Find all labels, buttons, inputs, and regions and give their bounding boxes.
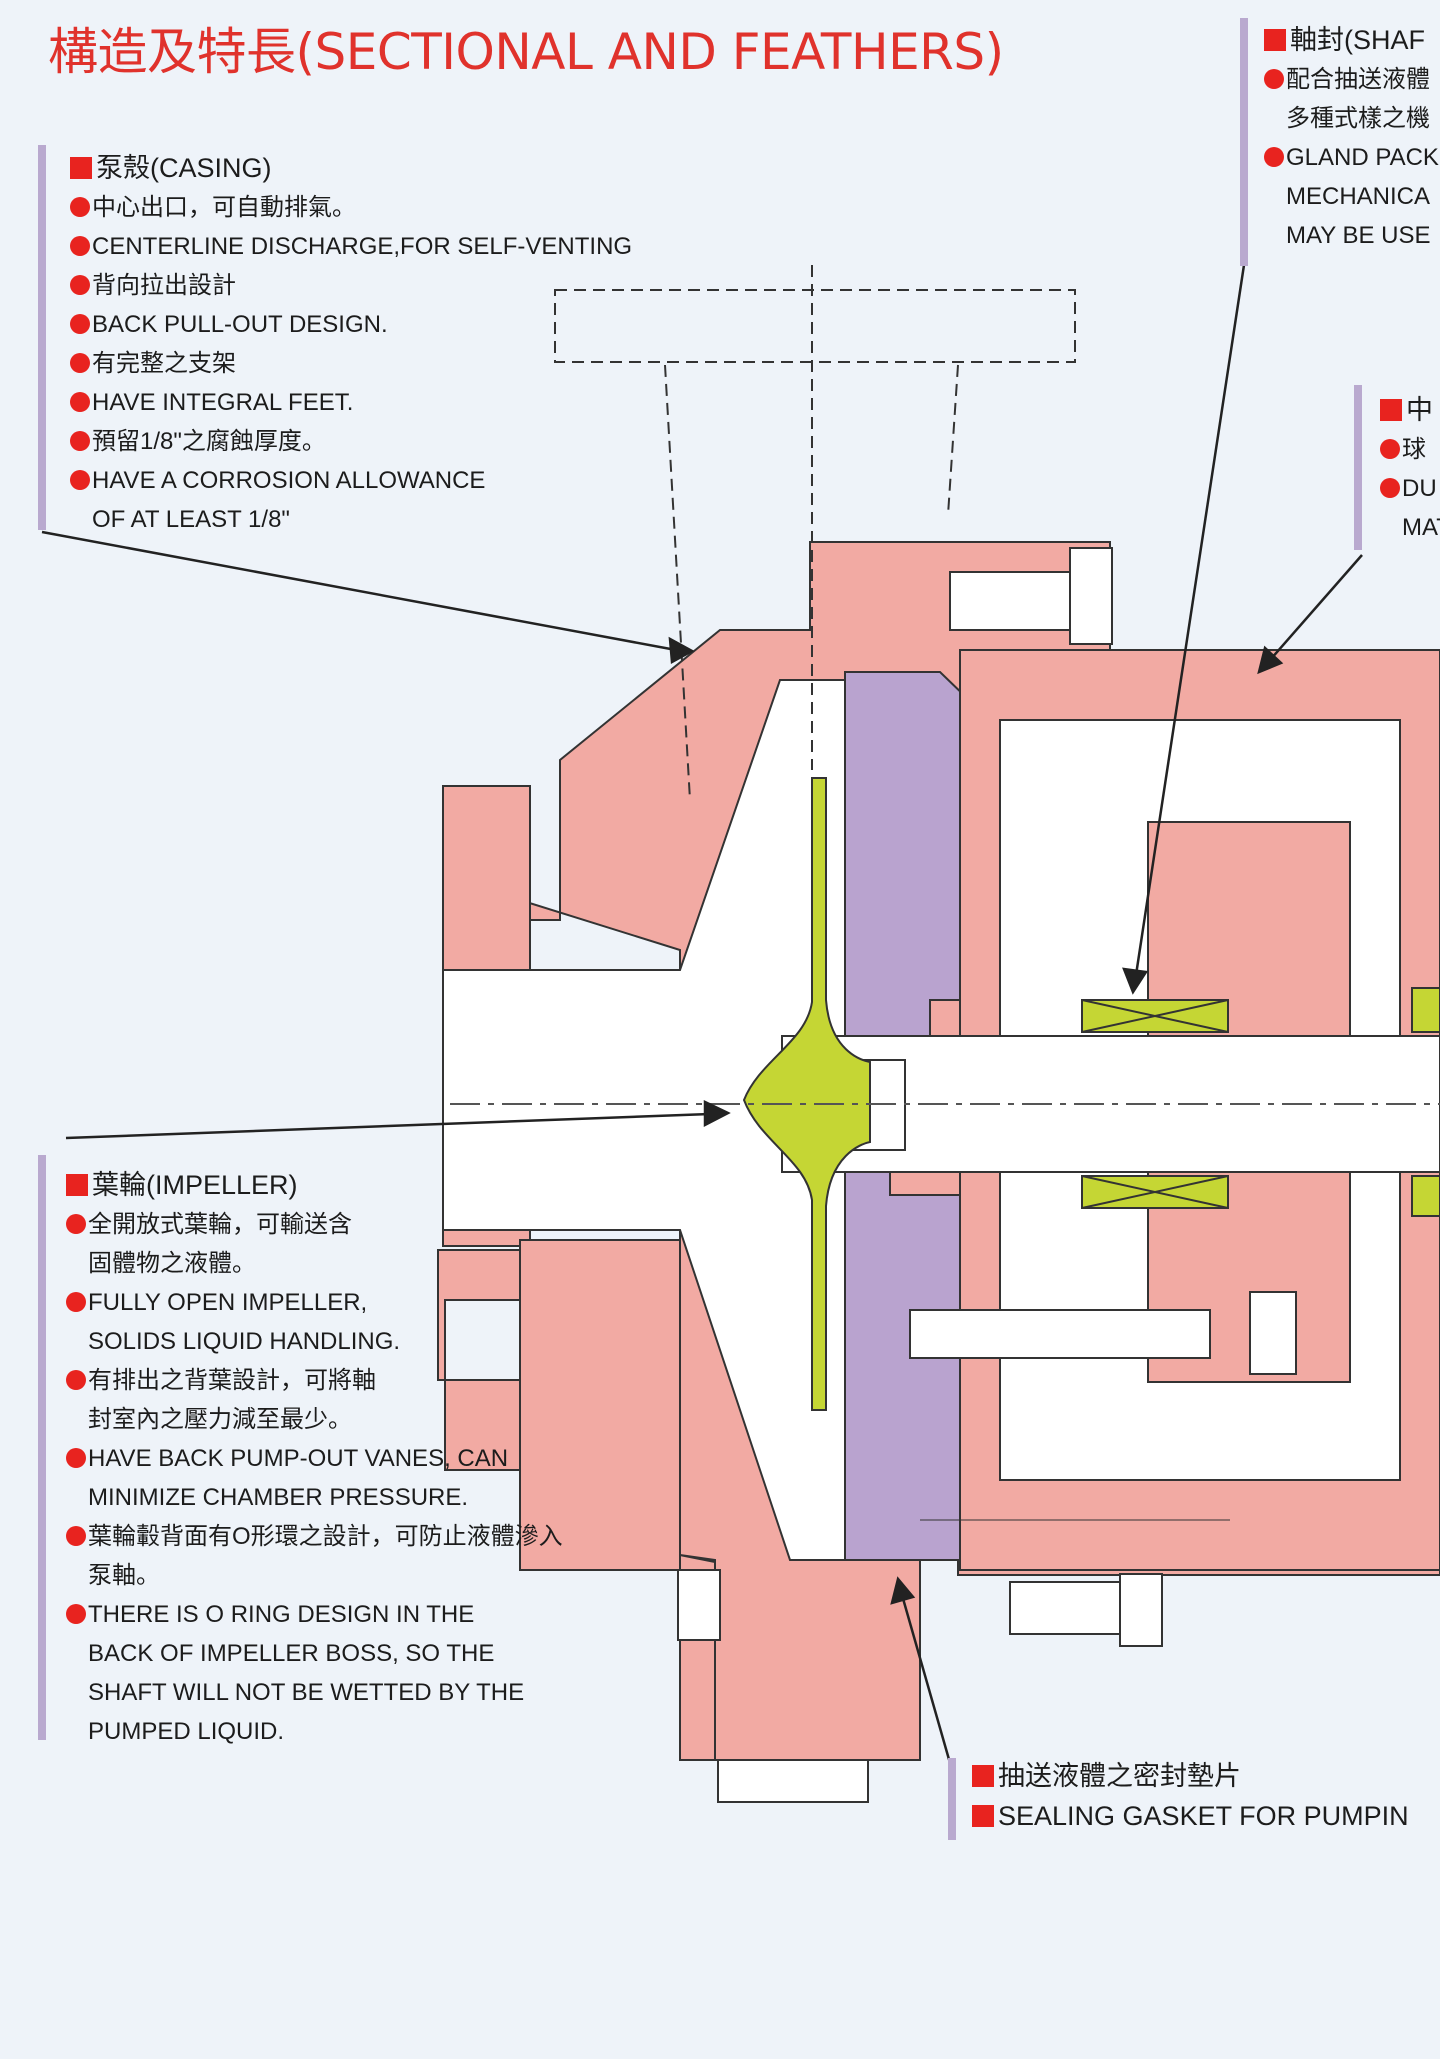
impeller-line: 全開放式葉輪，可輸送含 xyxy=(66,1205,563,1244)
red-bullet-icon xyxy=(66,1448,86,1468)
low-bolt-head xyxy=(1119,1573,1163,1647)
red-bullet-icon xyxy=(66,1292,86,1312)
red-square-icon xyxy=(66,1174,88,1196)
red-bullet-icon xyxy=(66,1214,86,1234)
middle-block: 中 球DU MAT xyxy=(1380,390,1440,547)
discharge-foot xyxy=(519,1239,681,1571)
red-square-icon xyxy=(972,1765,994,1787)
red-bullet-icon xyxy=(66,1604,86,1624)
casing-block: 泵殼(CASING) 中心出口，可自動排氣。 CENTERLINE DISCHA… xyxy=(70,148,632,539)
shaft-seal-block: 軸封(SHAF 配合抽送液體多種式樣之機 GLAND PACK MECHANICA M… xyxy=(1264,20,1439,255)
red-bullet-icon xyxy=(70,314,90,334)
impeller-block: 葉輪(IMPELLER) 全開放式葉輪，可輸送含固體物之液體。 FULLY OPE… xyxy=(66,1165,563,1751)
red-bullet-icon xyxy=(70,353,90,373)
casing-item: 預留1/8"之腐蝕厚度。 xyxy=(70,422,632,461)
impeller-line: HAVE BACK PUMP-OUT VANES, CAN xyxy=(66,1439,563,1478)
bearing-bottom xyxy=(1411,1175,1440,1217)
impeller-line: THERE IS O RING DESIGN IN THE xyxy=(66,1595,563,1634)
gasket-bar xyxy=(948,1758,956,1840)
red-bullet-icon xyxy=(70,197,90,217)
red-bullet-icon xyxy=(66,1370,86,1390)
casing-continuation: OF AT LEAST 1/8" xyxy=(92,506,290,533)
seal-bar xyxy=(1240,18,1248,266)
casing-item: HAVE INTEGRAL FEET. xyxy=(70,383,632,422)
impeller-line: SHAFT WILL NOT BE WETTED BY THE xyxy=(88,1679,525,1706)
red-bullet-icon xyxy=(70,236,90,256)
impeller-line: FULLY OPEN IMPELLER, xyxy=(66,1283,563,1322)
seal-heading: 軸封(SHAF xyxy=(1264,20,1439,60)
middle-line: 球 xyxy=(1380,430,1440,469)
impeller-line: PUMPED LIQUID. xyxy=(88,1718,285,1745)
casing-item: 有完整之支架 xyxy=(70,344,632,383)
impeller-line: MINIMIZE CHAMBER PRESSURE. xyxy=(88,1484,469,1511)
middle-heading: 中 xyxy=(1380,390,1440,430)
page-title: 構造及特長(SECTIONAL AND FEATHERS) xyxy=(48,23,1004,81)
impeller-line: 有排出之背葉設計，可將軸 xyxy=(66,1361,563,1400)
red-square-icon xyxy=(972,1805,994,1827)
middle-line: DU xyxy=(1380,469,1440,508)
impeller-lines: 全開放式葉輪，可輸送含固體物之液體。 FULLY OPEN IMPELLER, SO… xyxy=(66,1205,563,1751)
leader-arrows xyxy=(41,264,1363,1771)
impeller-line: SOLIDS LIQUID HANDLING. xyxy=(88,1328,401,1355)
red-bullet-icon xyxy=(1380,439,1400,459)
seal-line: 配合抽送液體 xyxy=(1264,60,1439,99)
red-square-icon xyxy=(70,157,92,179)
red-bullet-icon xyxy=(1264,147,1284,167)
impeller-line: 固體物之液體。 xyxy=(88,1250,256,1277)
impeller-line: BACK OF IMPELLER BOSS, SO THE xyxy=(88,1640,495,1667)
red-bullet-icon xyxy=(70,275,90,295)
red-bullet-icon xyxy=(1264,69,1284,89)
top-bolt-head xyxy=(1069,547,1113,645)
impeller-line: 葉輪轂背面有O形環之設計，可防止液體滲入 xyxy=(66,1517,563,1556)
red-bullet-icon xyxy=(70,392,90,412)
seal-line: GLAND PACK xyxy=(1264,138,1439,177)
casing-item: 背向拉出設計 xyxy=(70,266,632,305)
gasket-line-2: SEALING GASKET FOR PUMPIN xyxy=(972,1796,1409,1836)
middle-bar xyxy=(1354,385,1362,550)
red-square-icon xyxy=(1380,399,1402,421)
impeller-line: 泵軸。 xyxy=(88,1562,160,1589)
seal-line: MECHANICA xyxy=(1286,183,1431,210)
red-square-icon xyxy=(1264,29,1286,51)
casing-item: CENTERLINE DISCHARGE,FOR SELF-VENTING xyxy=(70,227,632,266)
casing-item: 中心出口，可自動排氣。 xyxy=(70,188,632,227)
impeller-line: 封室內之壓力減至最少。 xyxy=(88,1406,352,1433)
impeller-heading: 葉輪(IMPELLER) xyxy=(66,1165,563,1205)
impeller xyxy=(742,777,871,1411)
red-bullet-icon xyxy=(1380,478,1400,498)
gasket-line-1: 抽送液體之密封墊片 xyxy=(972,1756,1409,1796)
middle-line: MAT xyxy=(1402,514,1440,541)
seal-line: 多種式樣之機 xyxy=(1286,105,1430,132)
gasket-block: 抽送液體之密封墊片 SEALING GASKET FOR PUMPIN xyxy=(972,1756,1409,1836)
red-bullet-icon xyxy=(70,470,90,490)
casing-bar xyxy=(38,145,46,530)
middle-lines: 球DU MAT xyxy=(1380,430,1440,547)
casing-item: BACK PULL-OUT DESIGN. xyxy=(70,305,632,344)
pump-foot xyxy=(717,1759,869,1803)
red-bullet-icon xyxy=(70,431,90,451)
seal-line: MAY BE USE xyxy=(1286,222,1431,249)
seal-lines: 配合抽送液體多種式樣之機 GLAND PACK MECHANICA MAY BE US… xyxy=(1264,60,1439,255)
red-bullet-icon xyxy=(66,1526,86,1546)
mid-bolt-head xyxy=(1249,1291,1297,1375)
left-bolt-head xyxy=(677,1569,721,1641)
impeller-bar xyxy=(38,1155,46,1740)
bearing-top xyxy=(1411,987,1440,1033)
mid-bolt xyxy=(909,1309,1211,1359)
dashed-motor-outline xyxy=(554,265,1076,801)
casing-heading: 泵殼(CASING) xyxy=(70,148,632,188)
casing-item: HAVE A CORROSION ALLOWANCE xyxy=(70,461,632,500)
